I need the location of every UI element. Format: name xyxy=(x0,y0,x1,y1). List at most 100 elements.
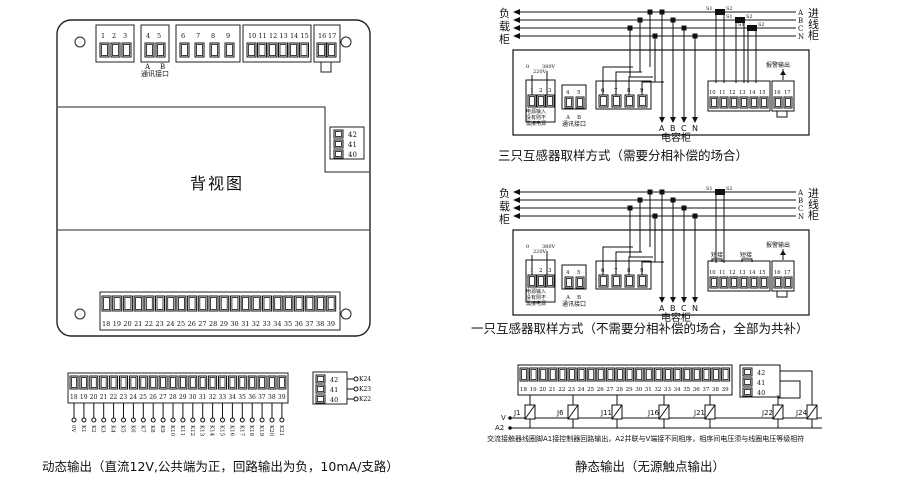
terminal-screw-icon xyxy=(785,98,791,107)
power-note: 需接电源 xyxy=(526,300,546,307)
dyn-output-pin-icon xyxy=(259,417,265,423)
relay-label: J24 xyxy=(795,409,808,417)
terminal-screw-icon xyxy=(99,42,110,58)
voltage-sample-wire xyxy=(602,66,633,95)
terminal-screw-icon xyxy=(719,96,729,109)
alarm-terminal-number: 16 xyxy=(774,270,781,276)
static-terminal-number: 35 xyxy=(683,387,690,393)
current-terminal-number: 12 xyxy=(729,270,736,276)
ct-label: S2 xyxy=(726,6,733,12)
bv-bottom-terminal-number: 32 xyxy=(252,320,260,328)
dyn-output-pin-icon xyxy=(121,417,126,423)
current-terminal-number: 12 xyxy=(729,90,736,96)
alarm-terminal-number: 17 xyxy=(784,270,791,276)
arrow-down-icon xyxy=(681,297,687,303)
relay-label: J6 xyxy=(556,409,564,417)
load-cabinet-label: 负 xyxy=(499,186,510,200)
comm-ab-label: B xyxy=(577,115,581,121)
back-view-title: 背视图 xyxy=(190,174,244,193)
terminal-screw-icon xyxy=(140,377,147,388)
terminal-screw-icon xyxy=(262,295,272,312)
bv-top-terminal-number: 7 xyxy=(196,32,200,40)
terminal-screw-icon xyxy=(559,369,566,380)
current-terminal-number: 15 xyxy=(759,90,766,96)
junction-dot xyxy=(692,213,698,219)
power-note: 电源输入 xyxy=(526,288,546,295)
short-label: 短接 xyxy=(740,251,752,259)
relay-label: J21 xyxy=(693,409,705,417)
terminal-screw-icon xyxy=(783,96,793,109)
relay-label: J16 xyxy=(647,409,660,417)
terminal-screw-icon xyxy=(775,278,781,287)
terminal-screw-icon xyxy=(120,377,127,388)
load-cabinet-label: 载 xyxy=(499,20,510,33)
dyn-output-pin-icon xyxy=(279,417,285,423)
dyn-pin-label: K21 xyxy=(278,425,284,436)
alarm-label: 报警输出 xyxy=(766,241,790,249)
dyn-output-pin-icon xyxy=(229,417,235,423)
dyn-side-terminal-number: 41 xyxy=(330,386,338,394)
terminal-screw-icon xyxy=(248,44,255,56)
dyn-terminal-number: 28 xyxy=(169,394,177,401)
power-terminal-number: 2 xyxy=(539,88,543,94)
power-note: 需接电源 xyxy=(526,120,546,127)
terminal-screw-icon xyxy=(226,44,233,56)
terminal-screw-icon xyxy=(189,377,196,388)
comm-terminal-number: 4 xyxy=(566,270,570,276)
terminal-screw-icon xyxy=(144,295,155,312)
comm-label: 通讯接口 xyxy=(562,120,586,128)
busbar-phase-label: A xyxy=(797,189,804,197)
terminal-screw-icon xyxy=(315,295,326,312)
terminal-screw-icon xyxy=(519,367,529,382)
ct-transformer-icon xyxy=(747,25,757,31)
terminal-screw-icon xyxy=(644,367,654,382)
terminal-screw-icon xyxy=(785,278,791,287)
capacitor-phase-label: A xyxy=(659,124,665,133)
dyn-k-label: K24 xyxy=(359,376,371,383)
terminal-screw-icon xyxy=(721,367,731,382)
voltage-sample-wire xyxy=(628,256,653,275)
dyn-side-terminal-number: 40 xyxy=(330,396,338,404)
terminal-screw-icon xyxy=(674,369,681,380)
terminal-screw-icon xyxy=(335,141,342,147)
terminal-screw-icon xyxy=(529,276,535,286)
terminal-screw-icon xyxy=(109,375,119,390)
terminal-screw-icon xyxy=(278,377,285,388)
terminal-screw-icon xyxy=(165,295,176,312)
back-view-outline xyxy=(56,19,371,337)
terminal-screw-icon xyxy=(160,377,167,388)
dyn-side-terminal-number: 42 xyxy=(330,376,338,384)
static-terminal-number: 19 xyxy=(530,387,537,393)
terminal-screw-icon xyxy=(538,96,544,106)
dyn-output-pin-icon xyxy=(91,417,97,423)
terminal-screw-icon xyxy=(199,297,207,310)
voltage-label: 220V xyxy=(533,249,547,255)
capacitor-phase-label: N xyxy=(692,124,698,133)
dyn-output-pin-icon xyxy=(150,417,156,423)
ct-label: S2 xyxy=(746,14,753,20)
terminal-screw-icon xyxy=(567,367,577,382)
terminal-screw-icon xyxy=(90,377,97,388)
ct-transformer-icon xyxy=(715,9,725,15)
ct-label: S1 xyxy=(738,22,745,28)
arrow-down-icon xyxy=(670,117,676,123)
relay-wire xyxy=(780,370,813,405)
terminal-screw-icon xyxy=(742,367,753,377)
terminal-screw-icon xyxy=(170,377,176,388)
static-note: 交流接触器线圈脚A1接控制器回路输出，A2并联与V端接不同相序，相序间电压须与线… xyxy=(487,434,804,443)
terminal-screw-icon xyxy=(110,377,117,388)
busbar-phase-label: A xyxy=(797,9,804,17)
relay-label: J1 xyxy=(513,409,521,417)
dyn-output-pin-icon xyxy=(140,417,146,423)
dyn-terminal-number: 30 xyxy=(189,394,197,401)
terminal-screw-icon xyxy=(188,375,198,390)
terminal-screw-icon xyxy=(246,42,257,58)
terminal-screw-icon xyxy=(682,367,692,382)
junction-dot xyxy=(647,9,653,15)
terminal-screw-icon xyxy=(315,394,326,404)
bv-top-terminal-number: 12 xyxy=(269,32,277,40)
terminal-screw-icon xyxy=(729,96,739,109)
terminal-screw-icon xyxy=(304,295,315,312)
terminal-screw-icon xyxy=(278,42,288,58)
